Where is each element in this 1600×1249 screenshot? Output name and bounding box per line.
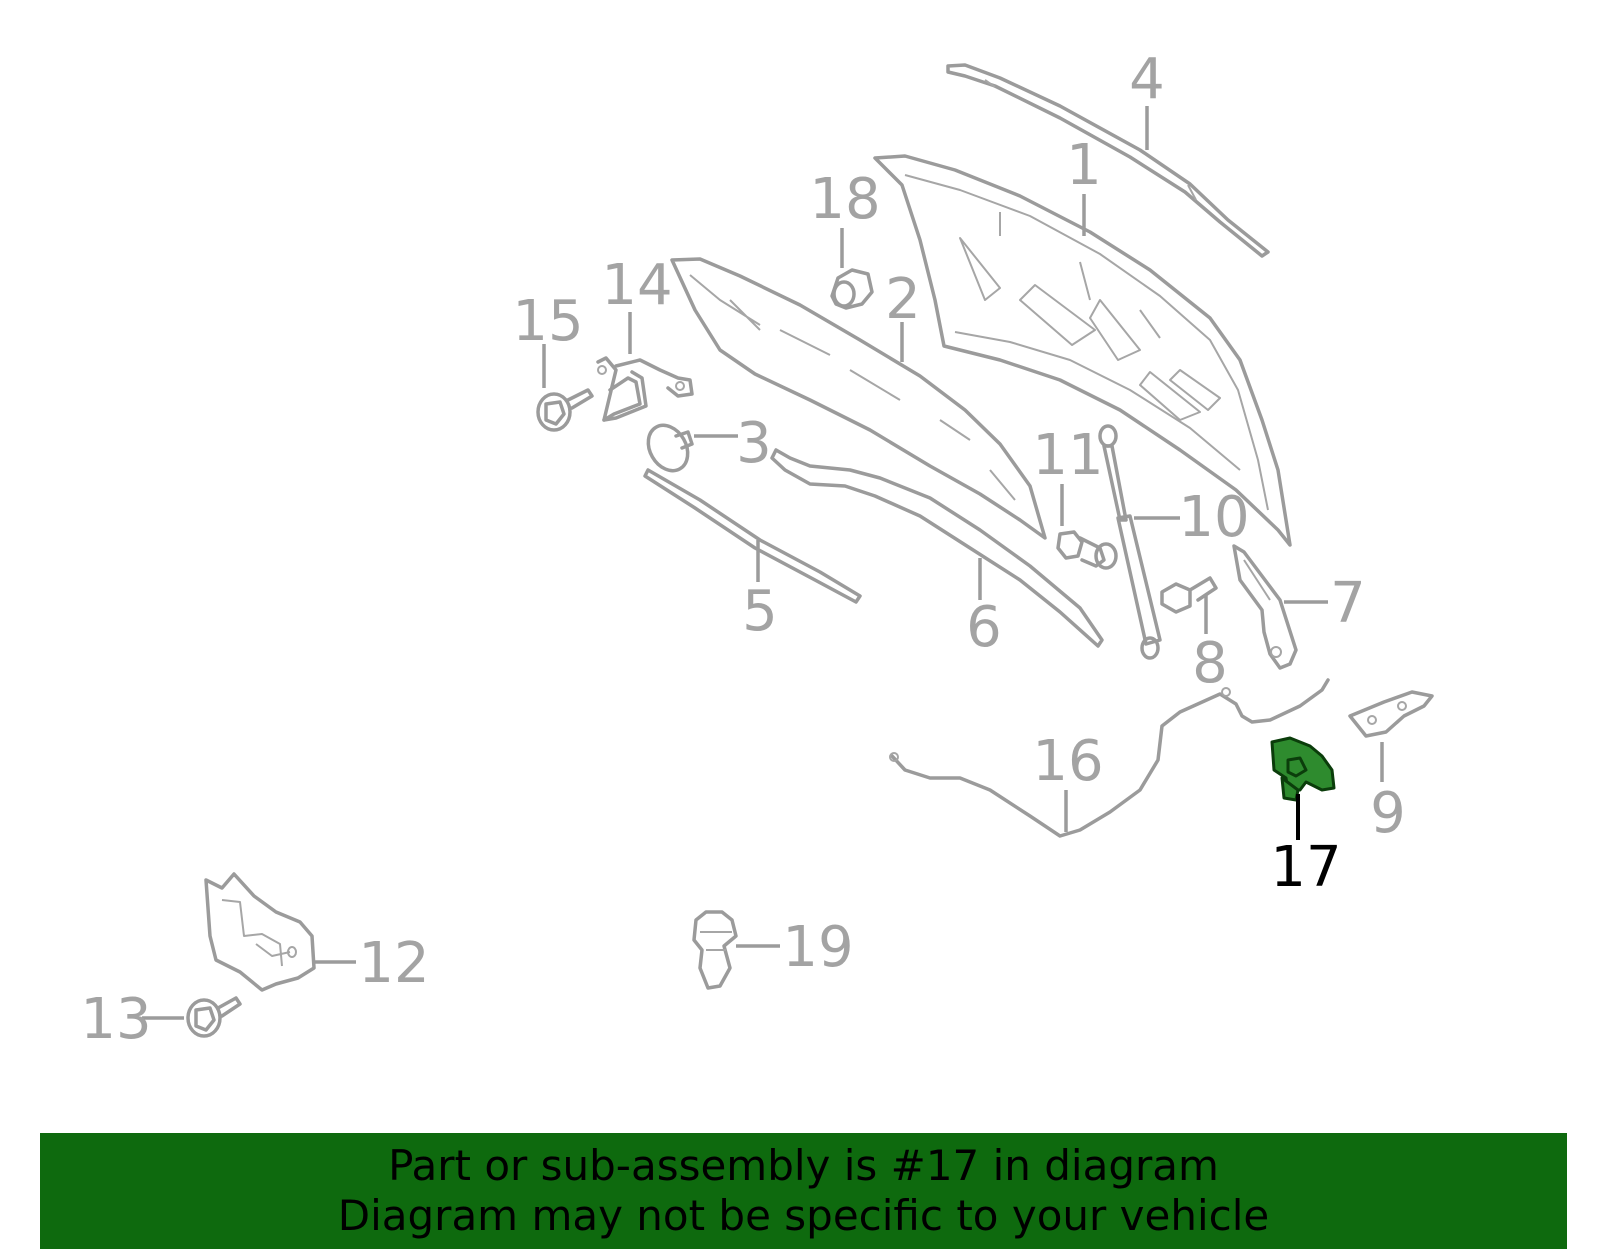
callout-2: 2 bbox=[885, 267, 921, 332]
callout-16: 16 bbox=[1032, 729, 1103, 794]
part-10-strut[interactable] bbox=[1098, 424, 1162, 660]
callout-18: 18 bbox=[809, 167, 880, 232]
part-8-bolt[interactable] bbox=[1160, 576, 1218, 614]
callout-labels: 4 1 18 2 14 15 3 5 6 11 10 8 7 9 16 17 1… bbox=[80, 47, 1405, 1052]
leader-lines bbox=[142, 106, 1384, 1020]
callout-14: 14 bbox=[601, 253, 672, 318]
part-3-clip[interactable] bbox=[640, 418, 695, 478]
part-9-striker[interactable] bbox=[1348, 690, 1434, 738]
callout-1: 1 bbox=[1066, 133, 1102, 198]
part-15-bolt[interactable] bbox=[536, 388, 594, 432]
info-banner: Part or sub-assembly is #17 in diagram D… bbox=[40, 1133, 1567, 1249]
part-12-hinge-assembly[interactable] bbox=[204, 872, 316, 992]
callout-8: 8 bbox=[1192, 631, 1228, 696]
part-13-bolt[interactable] bbox=[186, 996, 242, 1038]
callout-11: 11 bbox=[1032, 423, 1103, 488]
banner-line-1: Part or sub-assembly is #17 in diagram bbox=[388, 1141, 1219, 1190]
callout-7: 7 bbox=[1330, 571, 1366, 636]
part-1-hood-panel[interactable] bbox=[873, 154, 1292, 547]
callout-15: 15 bbox=[512, 289, 583, 354]
part-19-holder[interactable] bbox=[692, 910, 738, 990]
part-7-hinge[interactable] bbox=[1232, 544, 1298, 670]
part-18-bumper[interactable] bbox=[830, 268, 874, 310]
part-4-hood-seal[interactable] bbox=[946, 63, 1270, 258]
callout-5: 5 bbox=[742, 579, 778, 644]
part-16-release-cable[interactable] bbox=[889, 678, 1330, 838]
callout-13: 13 bbox=[80, 987, 151, 1052]
part-5-weatherstrip[interactable] bbox=[643, 468, 862, 604]
callout-6: 6 bbox=[966, 595, 1002, 660]
part-6-seal[interactable] bbox=[770, 448, 1104, 648]
part-2-insulator[interactable] bbox=[670, 257, 1047, 540]
callout-10: 10 bbox=[1178, 485, 1249, 550]
callout-12: 12 bbox=[358, 931, 429, 996]
banner-line-2: Diagram may not be specific to your vehi… bbox=[337, 1191, 1270, 1240]
callout-17: 17 bbox=[1270, 835, 1341, 900]
callout-4: 4 bbox=[1129, 47, 1165, 112]
callout-19: 19 bbox=[782, 915, 853, 980]
part-11-stud[interactable] bbox=[1056, 530, 1118, 570]
callout-3: 3 bbox=[736, 411, 772, 476]
part-14-bracket[interactable] bbox=[596, 356, 694, 422]
callout-9: 9 bbox=[1370, 781, 1406, 846]
part-17-hood-latch[interactable] bbox=[1270, 736, 1336, 802]
